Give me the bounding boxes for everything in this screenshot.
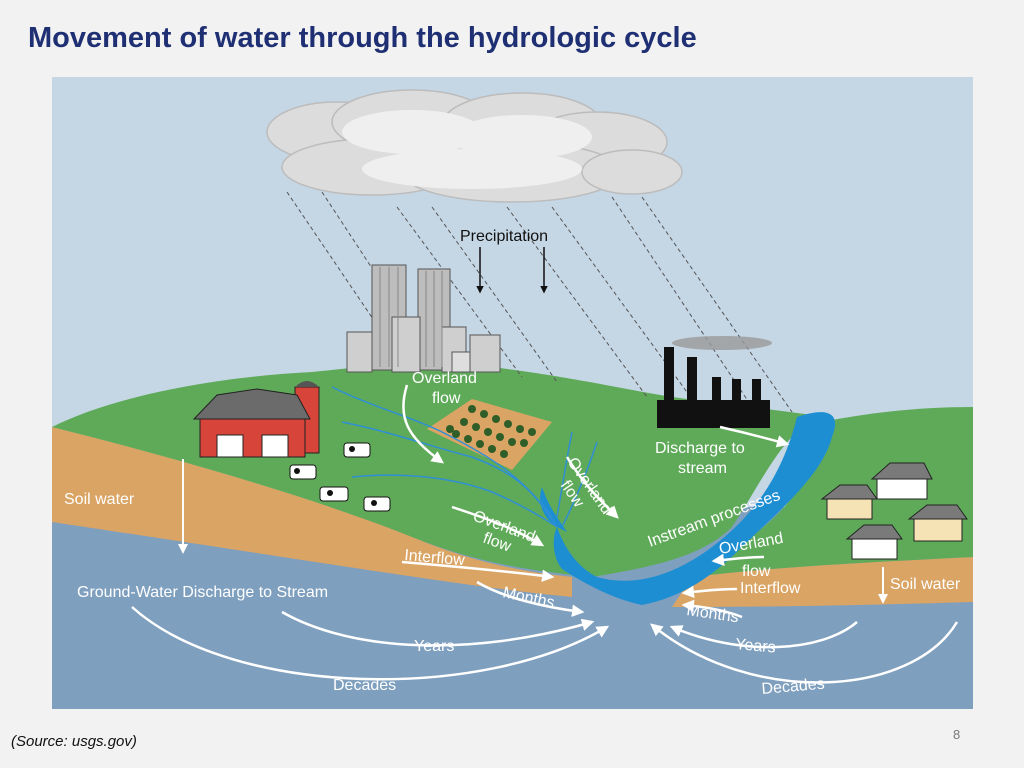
factory bbox=[657, 347, 770, 428]
interflow-arrow-left bbox=[401, 560, 555, 582]
label-interflow-left: Interflow bbox=[404, 547, 466, 569]
hydrologic-cycle-diagram: Precipitation Overland flow Overland flo… bbox=[52, 77, 973, 709]
source-citation: (Source: usgs.gov) bbox=[11, 733, 137, 750]
cows bbox=[289, 442, 391, 512]
overland-flow-arrow bbox=[565, 456, 619, 519]
page-number: 8 bbox=[953, 727, 961, 742]
label-precipitation: Precipitation bbox=[460, 228, 548, 245]
decades-arrow-left bbox=[131, 606, 610, 681]
label-interflow-right: Interflow bbox=[740, 580, 801, 597]
crop-field bbox=[427, 399, 552, 470]
label-overland-flow-hill-2: flow bbox=[432, 390, 461, 407]
label-decades-right: Decades bbox=[761, 676, 825, 698]
smoke bbox=[672, 336, 772, 350]
label-groundwater-discharge: Ground-Water Discharge to Stream bbox=[77, 584, 328, 601]
label-discharge-to-stream: Discharge to bbox=[655, 440, 745, 457]
overland-flow-arrow bbox=[451, 505, 545, 547]
interflow-arrow-right bbox=[681, 585, 738, 599]
label-overland-flow-hill: Overland bbox=[412, 370, 477, 387]
overland-flow-arrow-right bbox=[711, 553, 765, 567]
slide-title: Movement of water through the hydrologic… bbox=[28, 22, 697, 54]
overland-flow-arrow bbox=[402, 384, 445, 464]
houses bbox=[820, 462, 968, 560]
barn bbox=[192, 381, 320, 458]
label-decades-left: Decades bbox=[333, 677, 396, 694]
soil-layer-right bbox=[672, 557, 973, 607]
months-arrow-left bbox=[476, 580, 585, 617]
months-arrow-right bbox=[681, 599, 743, 619]
years-arrow-left bbox=[281, 610, 595, 647]
label-discharge-to-stream-2: stream bbox=[678, 460, 727, 477]
label-years-left: Years bbox=[414, 638, 454, 655]
label-years-right: Years bbox=[735, 636, 777, 656]
tributaries bbox=[331, 386, 598, 528]
label-soil-water-left: Soil water bbox=[64, 491, 135, 508]
stream bbox=[553, 412, 836, 605]
label-overland-flow-right-2: flow bbox=[742, 563, 771, 580]
years-arrow-right bbox=[669, 621, 858, 649]
label-soil-water-right: Soil water bbox=[890, 576, 961, 593]
decades-arrow-right bbox=[650, 621, 959, 684]
discharge-arrow bbox=[719, 425, 790, 448]
